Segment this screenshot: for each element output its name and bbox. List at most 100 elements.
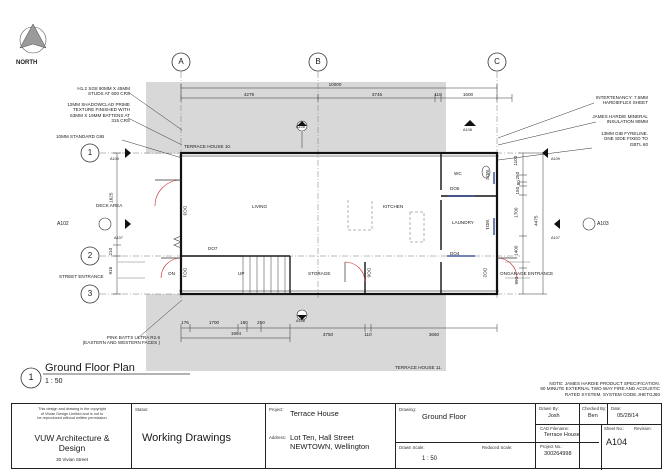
label-stair-up: UP [238, 271, 245, 276]
label-terrace-top: TERRACE HOUSE 10. [184, 144, 232, 149]
label-kitchen: KITCHEN [383, 204, 404, 209]
note-leaders [121, 91, 597, 339]
dim-bottom-sub: 1994 [230, 331, 242, 336]
grid-label-a: A [178, 57, 184, 66]
dim-top-1: 4279 [243, 92, 255, 97]
label-storage: STORAGE [308, 271, 331, 276]
dim-right-7: 990 [514, 276, 520, 285]
drawing-number-circle [20, 367, 42, 389]
project-no-value: 300264998 [544, 451, 572, 457]
label-living: LIVING [252, 204, 268, 209]
note-batts: PINK BATTS ULTRA R2.6 (EASTERN AND WESTE… [82, 335, 160, 346]
door-tag-d02: DO2 [482, 267, 488, 278]
project-value: Terrace House [290, 409, 339, 418]
door-tag-d07: DO7 [208, 246, 218, 251]
terrace-house-10-zone [146, 82, 446, 152]
label-terrace-bottom: TERRACE HOUSE 11. [395, 365, 442, 370]
dim-overall-top: 10000 [328, 82, 342, 87]
drawing-value: Ground Floor [422, 412, 467, 421]
address-value: Lot Ten, Hall Street NEWTOWN, Wellington [290, 433, 370, 451]
terrace-house-11-zone [146, 294, 446, 371]
grid-label-c: C [494, 57, 500, 66]
dim-top-2: 3745 [371, 92, 383, 97]
dim-bottom-7: 3660 [428, 332, 440, 337]
status-value: Working Drawings [142, 432, 232, 444]
grid-label-2: 2 [87, 251, 93, 260]
drawing-label: Drawing: [399, 407, 416, 412]
note-mineral: JAMES HARDIE MINERAL INSULATION 90MM [592, 114, 648, 125]
dim-bottom-4: 250 [257, 320, 265, 325]
dim-bottom-6: 110 [364, 332, 372, 337]
note-intertenancy: INTERTENANCY: 7.5MM HARDIEFLEX SHEET [596, 95, 648, 106]
drawn-by-label: Drawn By: [539, 406, 559, 411]
label-laundry: LAUNDRY [452, 220, 474, 225]
dim-left-2: 210 [108, 247, 114, 256]
dim-bottom-2: 1700 [208, 320, 220, 325]
toilet-fixture [481, 165, 491, 179]
door-tag-d03: DO3 [182, 205, 188, 216]
date-value: 05/28/14 [617, 413, 639, 419]
dim-bottom-5: 3750 [322, 332, 334, 337]
note-shadowclad: 12MM SHADOWCLAD PRIME TEXTURE FINISHED W… [67, 102, 130, 124]
dim-right-1: 1100 [513, 155, 519, 166]
window-tag-wd2: WD2 [484, 169, 490, 180]
exterior-walls [179, 151, 499, 296]
window-tag-wd1: WD1 [484, 219, 490, 230]
title-block-company-cell: This design and drawing is the copyright… [12, 404, 132, 468]
sheet-no-label: Sheet No.: [604, 426, 625, 431]
section-markers [98, 120, 596, 321]
cad-label: CAD Filename: [540, 426, 570, 431]
title-block: This design and drawing is the copyright… [11, 403, 663, 470]
grid-bubbles [80, 52, 507, 304]
note-studs: H1.2 SG8 90MM X 45MM STUDS AT 600 CRS [77, 86, 130, 97]
sheet-no-value: A104 [606, 437, 628, 447]
drawing-scale: 1 : 50 [45, 378, 63, 385]
sliding-door-marks [447, 172, 495, 257]
label-garage-entrance: GARAGE ENTRANCE [507, 271, 554, 276]
drawing-number: 1 [28, 372, 34, 382]
note-hardie-spec: NOTE: JAMES HARDIE PRODUCT SPECIFICATION… [540, 381, 660, 397]
north-label: NORTH [16, 60, 38, 66]
bifold-door [173, 235, 182, 249]
note-fyreline: 13MM GIB FYRELINE. ONE SIDE FIXED TO GBT… [601, 131, 648, 147]
checked-by-label: Checked By: [582, 406, 607, 411]
title-block-date-cell: Date: 05/28/14 [608, 404, 663, 424]
grid-label-b: B [315, 57, 321, 66]
label-deck-area: DECK AREA [96, 203, 123, 208]
title-block-project-cell: Project: Terrace House Address: Lot Ten,… [266, 404, 396, 468]
dim-right-3: 80 [515, 180, 521, 186]
dim-bottom-1: 176 [181, 320, 189, 325]
section-tag-a107-left: A107 [114, 236, 123, 240]
date-label: Date: [611, 406, 622, 411]
title-block-drawn-by-cell: Drawn By: Josh [536, 404, 580, 468]
title-block-checked-by-cell: Checked By: Ben [580, 404, 608, 424]
door-tag-d01: DO1 [182, 267, 188, 278]
section-tag-a109-left: A109 [110, 157, 119, 161]
title-block-drawing-cell: Drawing: Ground Floor Drawn Scale: 1 : 5… [396, 404, 536, 468]
sheet-divider [601, 424, 602, 470]
label-wc: WC [454, 171, 462, 176]
cad-value: Terrace House [544, 432, 580, 438]
section-tag-a108-top: A108 [296, 125, 305, 129]
dim-right-5: 1700 [513, 207, 519, 218]
grid-label-1: 1 [87, 148, 93, 157]
kitchen-bench-outline [347, 200, 425, 243]
reduced-scale-label: Reduced Scale: [482, 445, 513, 450]
north-arrow-icon [19, 23, 47, 54]
section-tag-a108-bottom: A108 [296, 319, 305, 323]
dim-bottom-3: 160 [240, 320, 248, 325]
note-gib: 10MM STANDARD GIB [56, 134, 105, 139]
hatch-edges [118, 152, 530, 279]
interior-walls [181, 153, 497, 294]
dim-left-3: 916 [108, 266, 114, 275]
section-tag-a102: A102 [57, 221, 69, 227]
dim-top-4: 1600 [462, 92, 474, 97]
dim-right-2: 250 [515, 171, 521, 180]
drawing-title: Ground Floor Plan [45, 362, 135, 374]
label-on-right: ON [500, 271, 507, 276]
company-name: VUW Architecture & Design [34, 433, 110, 453]
door-tag-d06: DO6 [366, 267, 372, 278]
address-label: Address: [269, 435, 286, 440]
drawn-by-value: Josh [548, 413, 560, 419]
dim-right-6: 1400 [513, 245, 519, 256]
